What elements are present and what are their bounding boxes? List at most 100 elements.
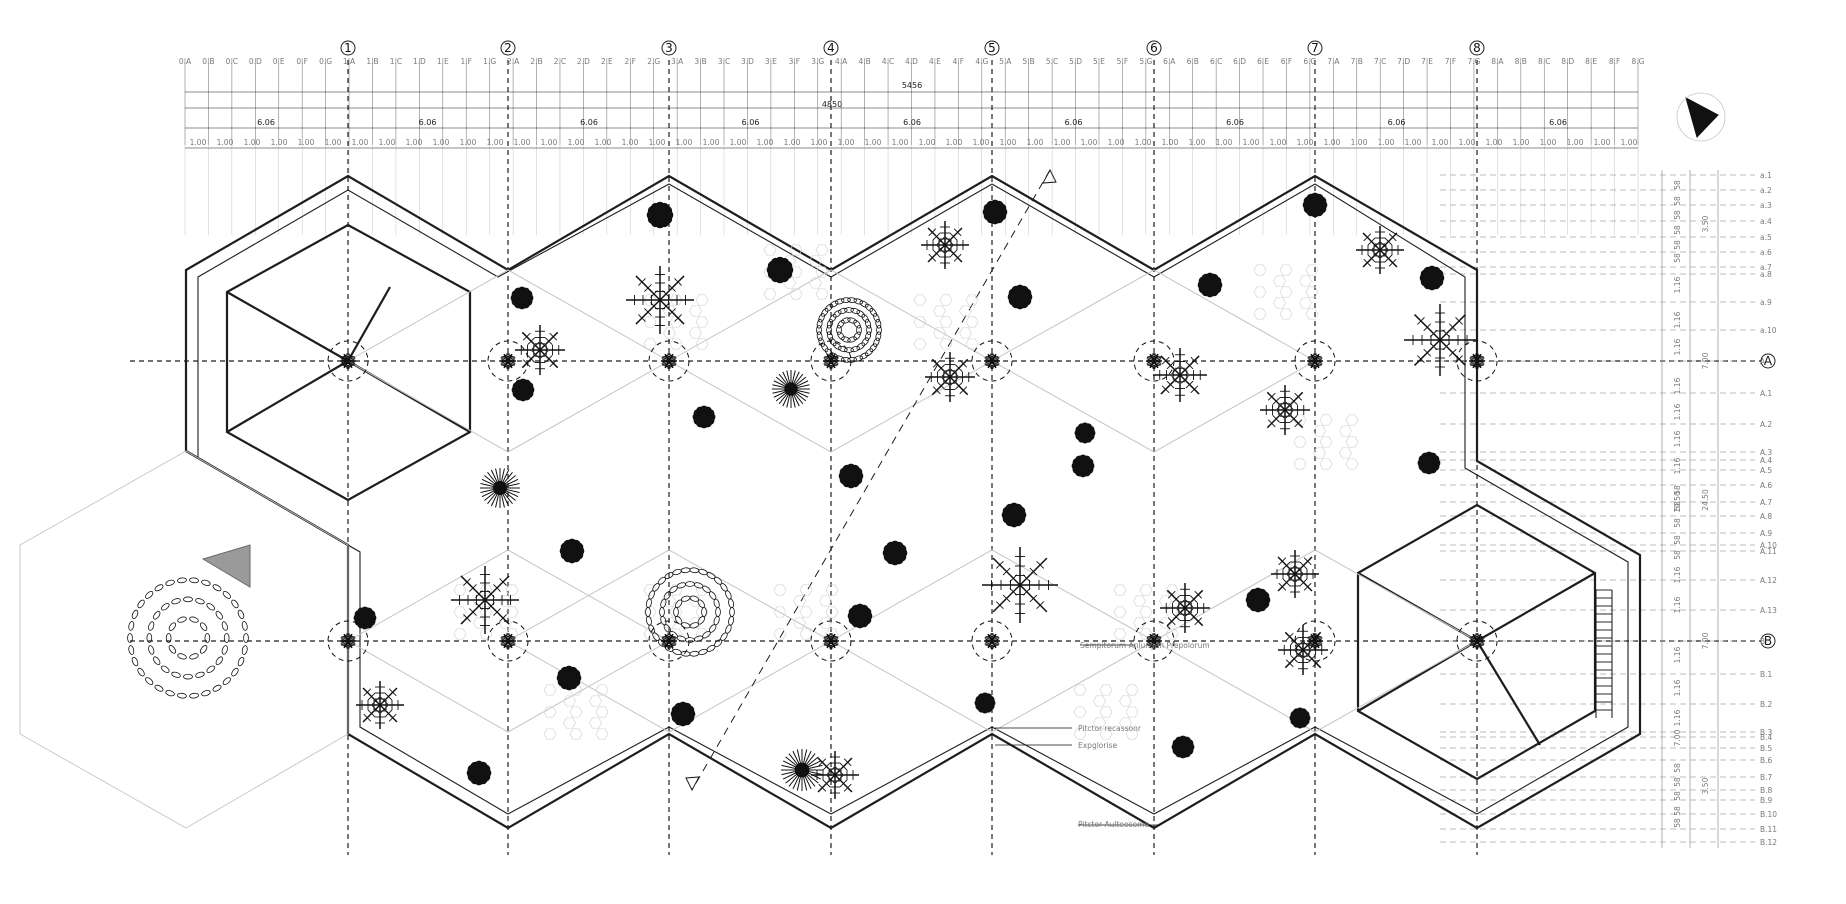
unit-dimension-label: 1.00: [1432, 138, 1449, 147]
right-tick-label: a.3: [1760, 201, 1772, 210]
tree-leaf: [350, 635, 356, 639]
tree-leaf: [1307, 560, 1312, 566]
tree-leaf: [1388, 262, 1394, 267]
open-tree-leaf: [875, 331, 882, 342]
top-tick-label: 7.A: [1327, 57, 1340, 66]
top-tick-label: 2.A: [507, 57, 520, 66]
tree-leaf: [1293, 400, 1298, 406]
paving-hex: [1093, 695, 1106, 707]
tree-leaf: [1285, 659, 1291, 664]
paving-hex: [663, 327, 676, 339]
tree-leaf: [1473, 645, 1479, 650]
open-tree-leaf: [221, 621, 228, 631]
bay-dimension-label: 6.06: [903, 118, 921, 127]
tree-leaf: [1313, 352, 1319, 357]
axis-bubble: [1307, 40, 1323, 56]
right-dimension-label: 7.00: [1673, 729, 1682, 746]
shrub-symbol-icon: [1302, 192, 1328, 218]
shrub-core: [675, 706, 691, 722]
tree-leaf: [949, 253, 954, 258]
right-tick-label: a.10: [1760, 326, 1777, 335]
open-tree-leaf: [720, 632, 728, 641]
open-tree-leaf: [876, 325, 882, 335]
tree-leaf: [647, 311, 652, 316]
tree-leaf: [1417, 355, 1422, 360]
tree-leaf: [1285, 636, 1291, 641]
tree-leaf: [661, 355, 667, 359]
open-tree-leaf: [836, 325, 842, 335]
tree-leaf: [1147, 637, 1153, 641]
tree-leaf: [937, 381, 942, 387]
tree-leaf: [1315, 638, 1321, 643]
open-tree-leaf: [834, 298, 845, 305]
tree-leaf: [522, 336, 528, 341]
tree-leaf: [1184, 375, 1189, 381]
tree-leaf: [1150, 636, 1156, 640]
tree-leaf: [986, 358, 992, 363]
open-tree-leaf: [221, 645, 228, 655]
tree-leaf: [349, 361, 355, 365]
top-tick-label: 1.B: [366, 57, 378, 66]
tree-leaf: [839, 783, 844, 788]
tree-leaf: [469, 608, 474, 613]
shrub-core: [358, 611, 372, 625]
axis-bubble: [1469, 40, 1485, 56]
tree-leaf: [1311, 356, 1317, 360]
tree-leaf: [666, 634, 672, 638]
open-tree-leaf: [237, 656, 245, 667]
paving-hex: [783, 277, 796, 289]
tree-leaf: [1417, 320, 1422, 325]
paving-hex: [809, 255, 822, 267]
top-tick-label: 1.F: [460, 57, 471, 66]
tree-symbol-icon: [661, 632, 677, 650]
tree-leaf: [1469, 355, 1475, 359]
paving-hex: [763, 244, 777, 256]
open-tree-leaf: [206, 603, 216, 611]
tree-leaf: [1475, 642, 1481, 646]
paving-hex: [1253, 308, 1267, 320]
paving-hex: [913, 338, 927, 350]
tree-leaf: [531, 345, 536, 350]
paving-hex: [793, 617, 806, 629]
tree-leaf: [350, 355, 356, 359]
open-tree-leaf: [853, 331, 861, 341]
tree-leaf: [1470, 357, 1476, 361]
annotation-label: Expglorise: [1078, 741, 1117, 750]
tree-leaf: [1280, 414, 1285, 419]
paving-hex: [773, 628, 787, 640]
open-tree-leaf: [853, 355, 864, 362]
tree-leaf: [928, 253, 933, 259]
open-tree-leaf: [853, 319, 861, 329]
tree-leaf: [954, 372, 959, 377]
shrub-symbol-icon: [511, 378, 535, 402]
tree-leaf: [1189, 603, 1194, 608]
section-line: [691, 169, 1051, 791]
tree-leaf: [1012, 591, 1018, 596]
tree-leaf: [1185, 361, 1190, 366]
tree-symbol-icon: [626, 266, 694, 334]
tree-leaf: [959, 389, 964, 395]
tree-leaf: [962, 363, 968, 368]
tree-leaf: [1176, 603, 1181, 608]
tree-leaf: [1156, 635, 1162, 639]
tree-leaf: [1458, 320, 1463, 325]
paving-hex: [453, 628, 467, 640]
top-tick-label: 1.E: [437, 57, 449, 66]
tree-leaf: [1317, 635, 1323, 639]
unit-dimension-label: 1.00: [1324, 138, 1341, 147]
tree-leaf: [1448, 323, 1454, 328]
tree-leaf: [1317, 643, 1323, 647]
tree-symbol-icon: [982, 547, 1058, 623]
open-tree-leaf: [837, 331, 845, 341]
tree-leaf: [499, 578, 504, 583]
open-tree-leaf: [864, 348, 874, 357]
tree-leaf: [348, 358, 354, 363]
right-tick-label: B.8: [1760, 786, 1773, 795]
tree-symbol-icon: [356, 681, 404, 729]
tree-symbol-icon: [984, 352, 1000, 370]
open-tree-leaf: [866, 325, 872, 335]
tree-leaf: [1312, 354, 1318, 358]
tree-leaf: [341, 637, 347, 641]
open-tree-leaf: [148, 621, 155, 631]
paving-hex: [689, 305, 702, 317]
